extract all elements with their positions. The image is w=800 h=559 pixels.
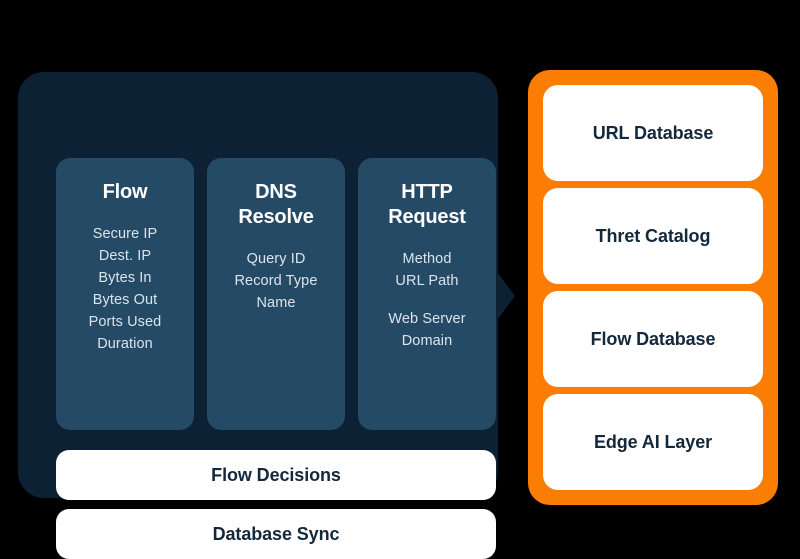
page-title-network-telemetry-export: Network Telemetry Export (0, 0, 183, 17)
metric-item: Bytes Out (92, 292, 158, 308)
action-bar-database-sync[interactable]: Database Sync (56, 509, 496, 559)
metric-item: Query ID (246, 251, 306, 267)
metric-item: Bytes In (98, 270, 152, 286)
metric-item: Web Server (388, 311, 466, 327)
metric-item: Domain (401, 333, 453, 349)
metric-card-title: DNS Resolve (215, 180, 337, 230)
metric-item: Name (256, 295, 296, 311)
metric-item: URL Path (395, 273, 459, 289)
metric-item: Secure IP (92, 226, 158, 242)
metric-card-dns-resolve[interactable]: DNS Resolve Query ID Record Type Name (207, 158, 345, 430)
metric-card-http-request[interactable]: HTTP Request Method URL Path Web Server … (358, 158, 496, 430)
cloud-card-thret-catalog[interactable]: Thret Catalog (543, 188, 763, 284)
metric-item: Ports Used (88, 314, 162, 330)
metric-card-title-line: DNS (255, 181, 297, 203)
asset-cloud-panel: URL Database Thret Catalog Flow Database… (528, 70, 778, 505)
arrow-right-icon (497, 272, 515, 320)
metric-item: Method (402, 251, 452, 267)
metric-card-title-line: Resolve (238, 206, 314, 228)
cloud-card-flow-database[interactable]: Flow Database (543, 291, 763, 387)
cloud-card-edge-ai-layer[interactable]: Edge AI Layer (543, 394, 763, 490)
action-bar-flow-decisions[interactable]: Flow Decisions (56, 450, 496, 500)
cloud-card-url-database[interactable]: URL Database (543, 85, 763, 181)
telemetry-panel: Flow Secure IP Dest. IP Bytes In Bytes O… (18, 72, 498, 559)
metric-item: Record Type (234, 273, 318, 289)
metric-card-title-line: HTTP (401, 181, 453, 203)
metric-card-title: Flow (64, 180, 186, 205)
metric-card-title-line: Flow (102, 181, 148, 203)
metric-card-row: Flow Secure IP Dest. IP Bytes In Bytes O… (56, 158, 496, 430)
page-title-asset-cloud: Asset Cloud (0, 18, 87, 35)
metric-item: Duration (97, 336, 153, 352)
metric-card-title: HTTP Request (366, 180, 488, 230)
metric-item: Dest. IP (98, 248, 152, 264)
diagram-canvas: Network Telemetry Export Asset Cloud Flo… (0, 0, 778, 559)
metric-card-title-line: Request (388, 206, 466, 228)
metric-card-flow[interactable]: Flow Secure IP Dest. IP Bytes In Bytes O… (56, 158, 194, 430)
